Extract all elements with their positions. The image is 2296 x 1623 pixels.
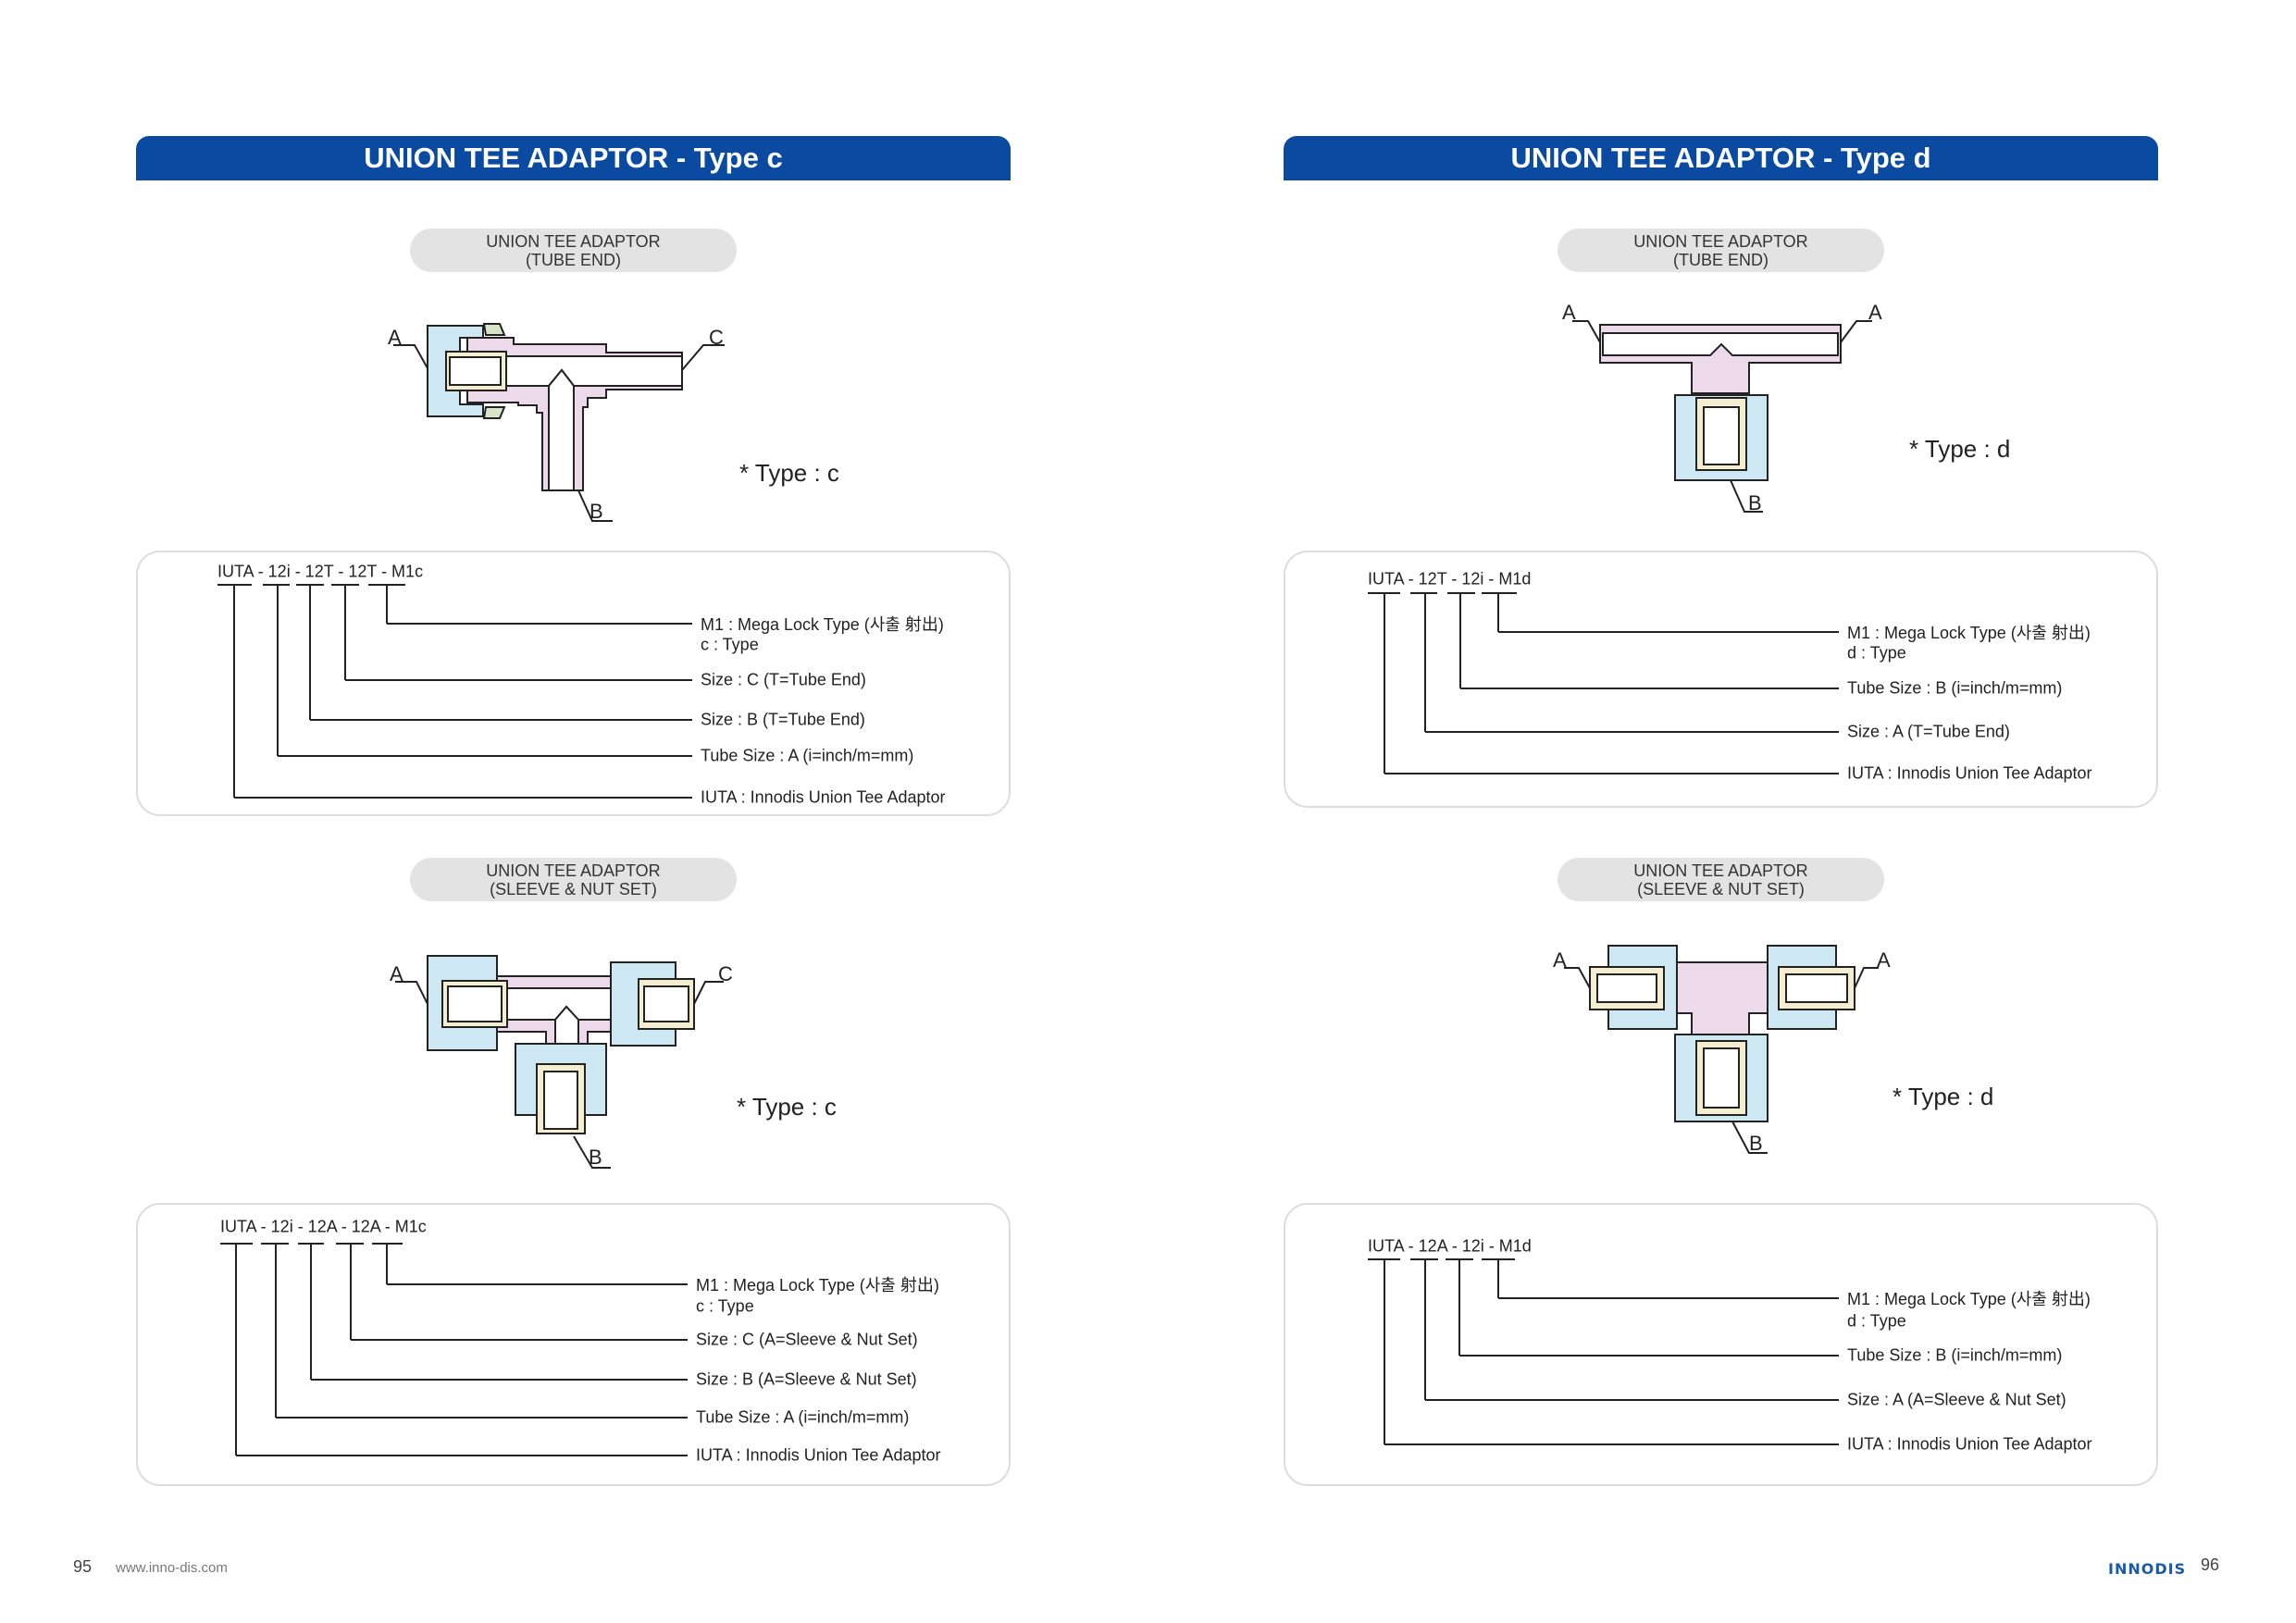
pill-tube-end-d: UNION TEE ADAPTOR(TUBE END) — [1558, 229, 1884, 272]
product-code: IUTA - 12i - 12A - 12A - M1c — [220, 1217, 427, 1236]
code-breakdown-c-tube-end: IUTA - 12i - 12T - 12T - M1c M1 : Mega Lo… — [136, 551, 1011, 816]
type-note: * Type : d — [1893, 1083, 1994, 1110]
seal — [482, 323, 506, 419]
code-description: IUTA : Innodis Union Tee Adaptor — [701, 787, 946, 807]
type-note: * Type : d — [1909, 435, 2011, 463]
diagram-type-d-tube-end — [1572, 320, 1872, 513]
type-description: d : Type — [1847, 643, 1906, 663]
label-c: C — [709, 326, 724, 349]
leader-lines — [220, 1243, 688, 1456]
code-description: Size : B (T=Tube End) — [701, 710, 865, 729]
innodis-logo: INNODIS — [2108, 1560, 2187, 1578]
type-description: d : Type — [1847, 1311, 1906, 1331]
code-description: M1 : Mega Lock Type (사출 射出) — [696, 1276, 939, 1295]
code-breakdown-d-sleeve-nut: IUTA - 12A - 12i - M1d M1 : Mega Lock Typ… — [1284, 1203, 2158, 1486]
code-description: Tube Size : A (i=inch/m=mm) — [696, 1407, 910, 1427]
pill-line: (SLEEVE & NUT SET) — [490, 879, 657, 898]
code-description: Size : C (T=Tube End) — [701, 670, 866, 689]
page-number-right: 96 — [2201, 1555, 2220, 1574]
label-b: B — [589, 1146, 602, 1169]
code-description: Tube Size : B (i=inch/m=mm) — [1847, 1345, 2063, 1365]
type-note: * Type : c — [737, 1093, 837, 1121]
label-a-right: A — [1877, 948, 1891, 972]
code-description: M1 : Mega Lock Type (사출 射出) — [1847, 1290, 2091, 1308]
section-header-type-c: UNION TEE ADAPTOR - Type c — [136, 136, 1011, 180]
code-description: Size : B (A=Sleeve & Nut Set) — [696, 1369, 917, 1389]
label-a-right: A — [1868, 301, 1882, 324]
code-description: Size : A (A=Sleeve & Nut Set) — [1847, 1390, 2066, 1409]
pill-line: (TUBE END) — [526, 250, 621, 269]
product-code: IUTA - 12T - 12i - M1d — [1368, 569, 1532, 588]
pill-sleeve-nut-c: UNION TEE ADAPTOR(SLEEVE & NUT SET) — [410, 858, 737, 901]
type-description: c : Type — [701, 635, 759, 654]
code-description: IUTA : Innodis Union Tee Adaptor — [696, 1445, 941, 1465]
pill-sleeve-nut-d: UNION TEE ADAPTOR(SLEEVE & NUT SET) — [1558, 858, 1884, 901]
code-description: M1 : Mega Lock Type (사출 射出) — [701, 615, 944, 634]
leader-lines — [217, 584, 692, 799]
code-description: Size : A (T=Tube End) — [1847, 722, 2010, 741]
label-b: B — [590, 500, 603, 523]
code-breakdown-d-tube-end: IUTA - 12T - 12i - M1d M1 : Mega Lock Typ… — [1284, 551, 2158, 808]
diagram-type-c-sleeve-nut — [395, 955, 724, 1169]
product-code: IUTA - 12i - 12T - 12T - M1c — [217, 562, 424, 581]
diagram-type-d-sleeve-nut — [1564, 945, 1879, 1154]
code-description: Tube Size : A (i=inch/m=mm) — [701, 746, 914, 765]
page-number-left: 95 — [73, 1557, 93, 1576]
pill-tube-end-c: UNION TEE ADAPTOR(TUBE END) — [410, 229, 737, 272]
pill-line: UNION TEE ADAPTOR — [1633, 231, 1808, 251]
label-b: B — [1749, 1132, 1763, 1155]
pill-line: (TUBE END) — [1673, 250, 1769, 269]
code-description: Tube Size : B (i=inch/m=mm) — [1847, 678, 2063, 698]
pill-line: UNION TEE ADAPTOR — [486, 861, 661, 880]
website-url[interactable]: www.inno-dis.com — [116, 1560, 228, 1576]
product-code: IUTA - 12A - 12i - M1d — [1368, 1236, 1532, 1256]
code-breakdown-c-sleeve-nut: IUTA - 12i - 12A - 12A - M1c M1 : Mega Lo… — [136, 1203, 1011, 1486]
label-c: C — [718, 962, 733, 985]
label-a: A — [390, 962, 403, 985]
label-a: A — [1553, 948, 1567, 972]
code-description: IUTA : Innodis Union Tee Adaptor — [1847, 1434, 2092, 1454]
pill-line: UNION TEE ADAPTOR — [1633, 861, 1808, 880]
leader-lines — [1368, 1258, 1839, 1445]
code-description: Size : C (A=Sleeve & Nut Set) — [696, 1330, 918, 1349]
label-a: A — [388, 326, 402, 349]
type-note: * Type : c — [739, 459, 839, 487]
leader-lines — [1368, 592, 1839, 774]
section-header-type-d: UNION TEE ADAPTOR - Type d — [1284, 136, 2158, 180]
type-description: c : Type — [696, 1296, 754, 1316]
pill-line: UNION TEE ADAPTOR — [486, 231, 661, 251]
label-a: A — [1562, 301, 1576, 324]
pill-line: (SLEEVE & NUT SET) — [1637, 879, 1805, 898]
diagram-type-c-tube-end — [393, 323, 725, 522]
label-b: B — [1748, 491, 1762, 514]
code-description: M1 : Mega Lock Type (사출 射出) — [1847, 624, 2091, 642]
code-description: IUTA : Innodis Union Tee Adaptor — [1847, 763, 2092, 783]
